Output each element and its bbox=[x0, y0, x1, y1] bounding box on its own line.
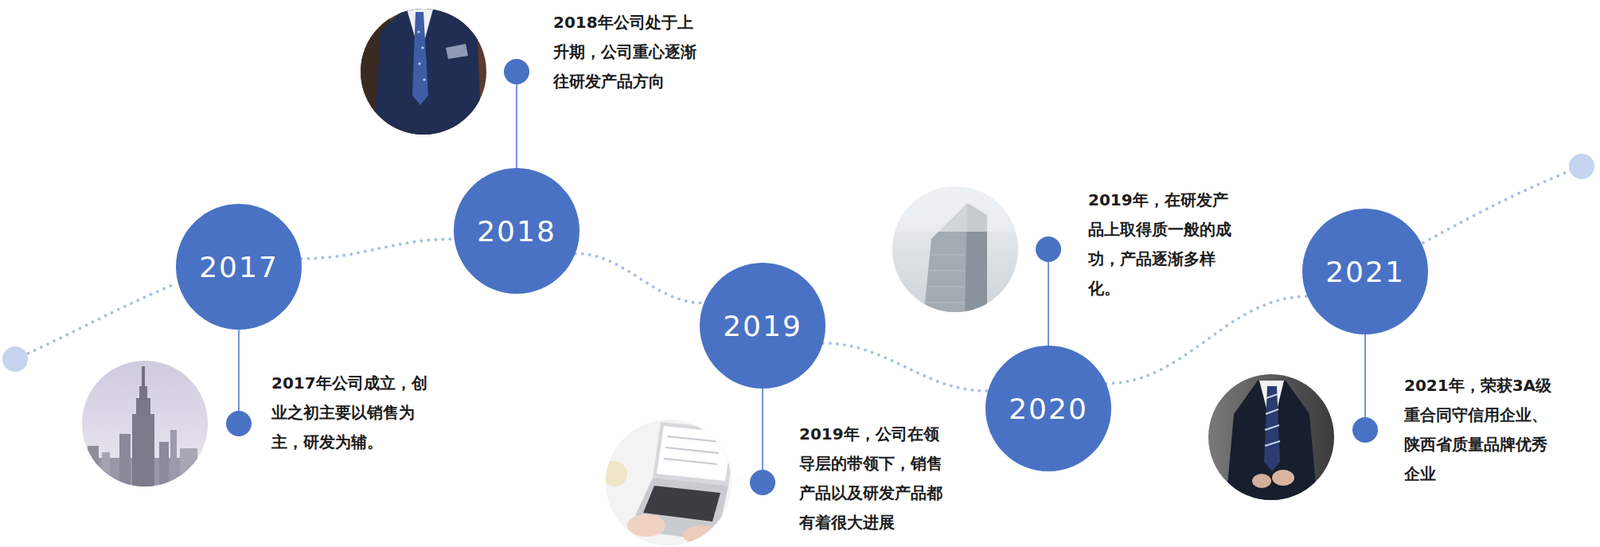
laptop-photo bbox=[601, 417, 737, 547]
timeline-connector bbox=[575, 253, 705, 303]
city-photo bbox=[79, 358, 211, 490]
suit-photo bbox=[358, 6, 490, 140]
suit-photo bbox=[1205, 371, 1338, 504]
year-text: 2017 bbox=[199, 250, 279, 284]
milestone-note: 2019年，在研发产品上取得质一般的成功，产品逐渐多样化。 bbox=[1088, 185, 1238, 304]
year-text: 2019 bbox=[722, 309, 803, 343]
year-text: 2021 bbox=[1325, 255, 1405, 289]
year-circle: 2020 bbox=[985, 345, 1112, 472]
timeline-end bbox=[1423, 166, 1582, 243]
milestone-note: 2021年，荣获3A级重合同守信用企业、陕西省质量品牌优秀企业 bbox=[1404, 370, 1558, 489]
milestone-note: 2018年公司处于上升期，公司重心逐渐往研发产品方向 bbox=[553, 7, 703, 97]
year-text: 2020 bbox=[1008, 392, 1089, 426]
year-text: 2018 bbox=[476, 214, 557, 248]
year-circle: 2019 bbox=[699, 262, 826, 389]
end-dot bbox=[1568, 153, 1595, 180]
timeline-connector bbox=[1106, 296, 1308, 383]
milestone-note: 2019年，公司在领导层的带领下，销售产品以及研发产品都有着很大进展 bbox=[799, 419, 949, 538]
milestone-note: 2017年公司成立，创业之初主要以销售为主，研发为辅。 bbox=[271, 368, 431, 457]
timeline-start bbox=[15, 283, 177, 360]
year-circle: 2021 bbox=[1302, 208, 1429, 335]
timeline-connector bbox=[300, 238, 454, 259]
end-dot bbox=[2, 346, 28, 372]
year-circle: 2018 bbox=[453, 167, 580, 294]
year-circle: 2017 bbox=[175, 203, 302, 330]
timeline-connector bbox=[823, 343, 988, 391]
skyscraper-photo bbox=[889, 183, 1022, 319]
stems bbox=[238, 83, 1366, 471]
